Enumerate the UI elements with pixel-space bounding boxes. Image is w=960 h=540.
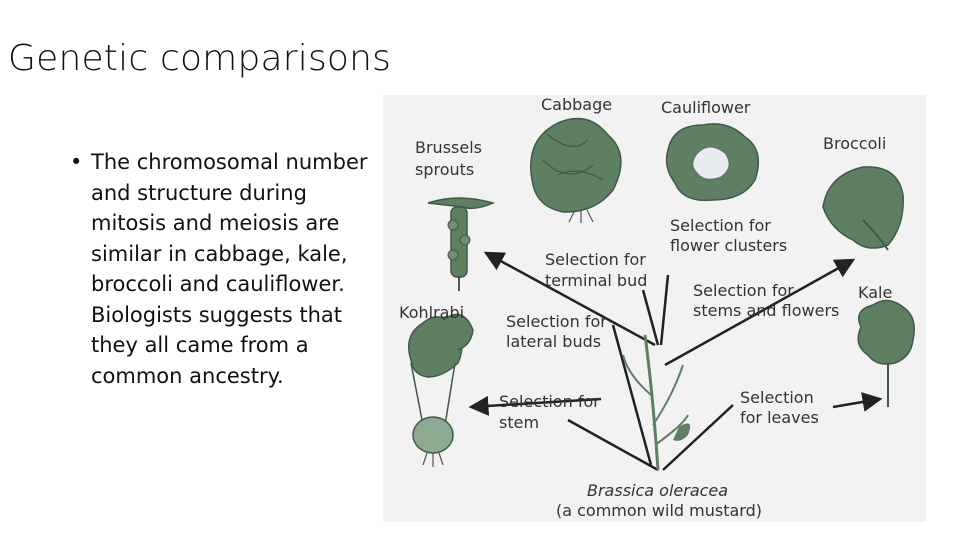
label-kohlrabi: Kohlrabi	[399, 303, 464, 322]
label-stem-2: stem	[499, 413, 539, 432]
label-ancestor-common: (a common wild mustard)	[556, 501, 762, 520]
label-cabbage: Cabbage	[541, 95, 612, 114]
label-kale: Kale	[858, 283, 892, 302]
line-leaves	[663, 405, 733, 470]
arrow-to-kale	[833, 399, 880, 407]
label-lateral-buds-2: lateral buds	[506, 332, 601, 351]
bullet-point: •	[70, 147, 88, 178]
label-brussels-line1: Brussels	[415, 138, 482, 157]
label-terminal-bud-1: Selection for	[545, 250, 646, 269]
cabbage-illustration	[531, 119, 621, 223]
label-stems-flowers-2: stems and flowers	[693, 301, 839, 320]
label-stems-flowers-1: Selection for	[693, 281, 794, 300]
label-lateral-buds-1: Selection for	[506, 312, 607, 331]
broccoli-illustration	[823, 167, 903, 250]
bullet-list: • The chromosomal number and structure d…	[70, 147, 370, 391]
label-cauliflower: Cauliflower	[661, 98, 751, 117]
line-flower-clusters	[661, 275, 668, 345]
label-leaves-1: Selection	[740, 388, 814, 407]
label-brussels-line2: sprouts	[415, 160, 474, 179]
bullet-text: The chromosomal number and structure dur…	[91, 147, 370, 391]
slide-title: Genetic comparisons	[8, 38, 391, 79]
label-flower-clusters-2: flower clusters	[670, 236, 787, 255]
label-ancestor-scientific: Brassica oleracea	[587, 481, 728, 500]
kale-illustration	[858, 300, 914, 407]
kohlrabi-illustration	[409, 314, 473, 467]
brassica-diagram-svg: Cabbage Cauliflower Broccoli Brussels sp…	[383, 95, 926, 522]
brussels-sprouts-illustration	[428, 198, 493, 291]
label-stem-1: Selection for	[499, 392, 600, 411]
label-leaves-2: for leaves	[740, 408, 819, 427]
label-terminal-bud-2: terminal bud	[545, 271, 647, 290]
label-broccoli: Broccoli	[823, 134, 886, 153]
label-flower-clusters-1: Selection for	[670, 216, 771, 235]
brassica-diagram: Cabbage Cauliflower Broccoli Brussels sp…	[383, 95, 926, 522]
cauliflower-illustration	[667, 124, 759, 201]
